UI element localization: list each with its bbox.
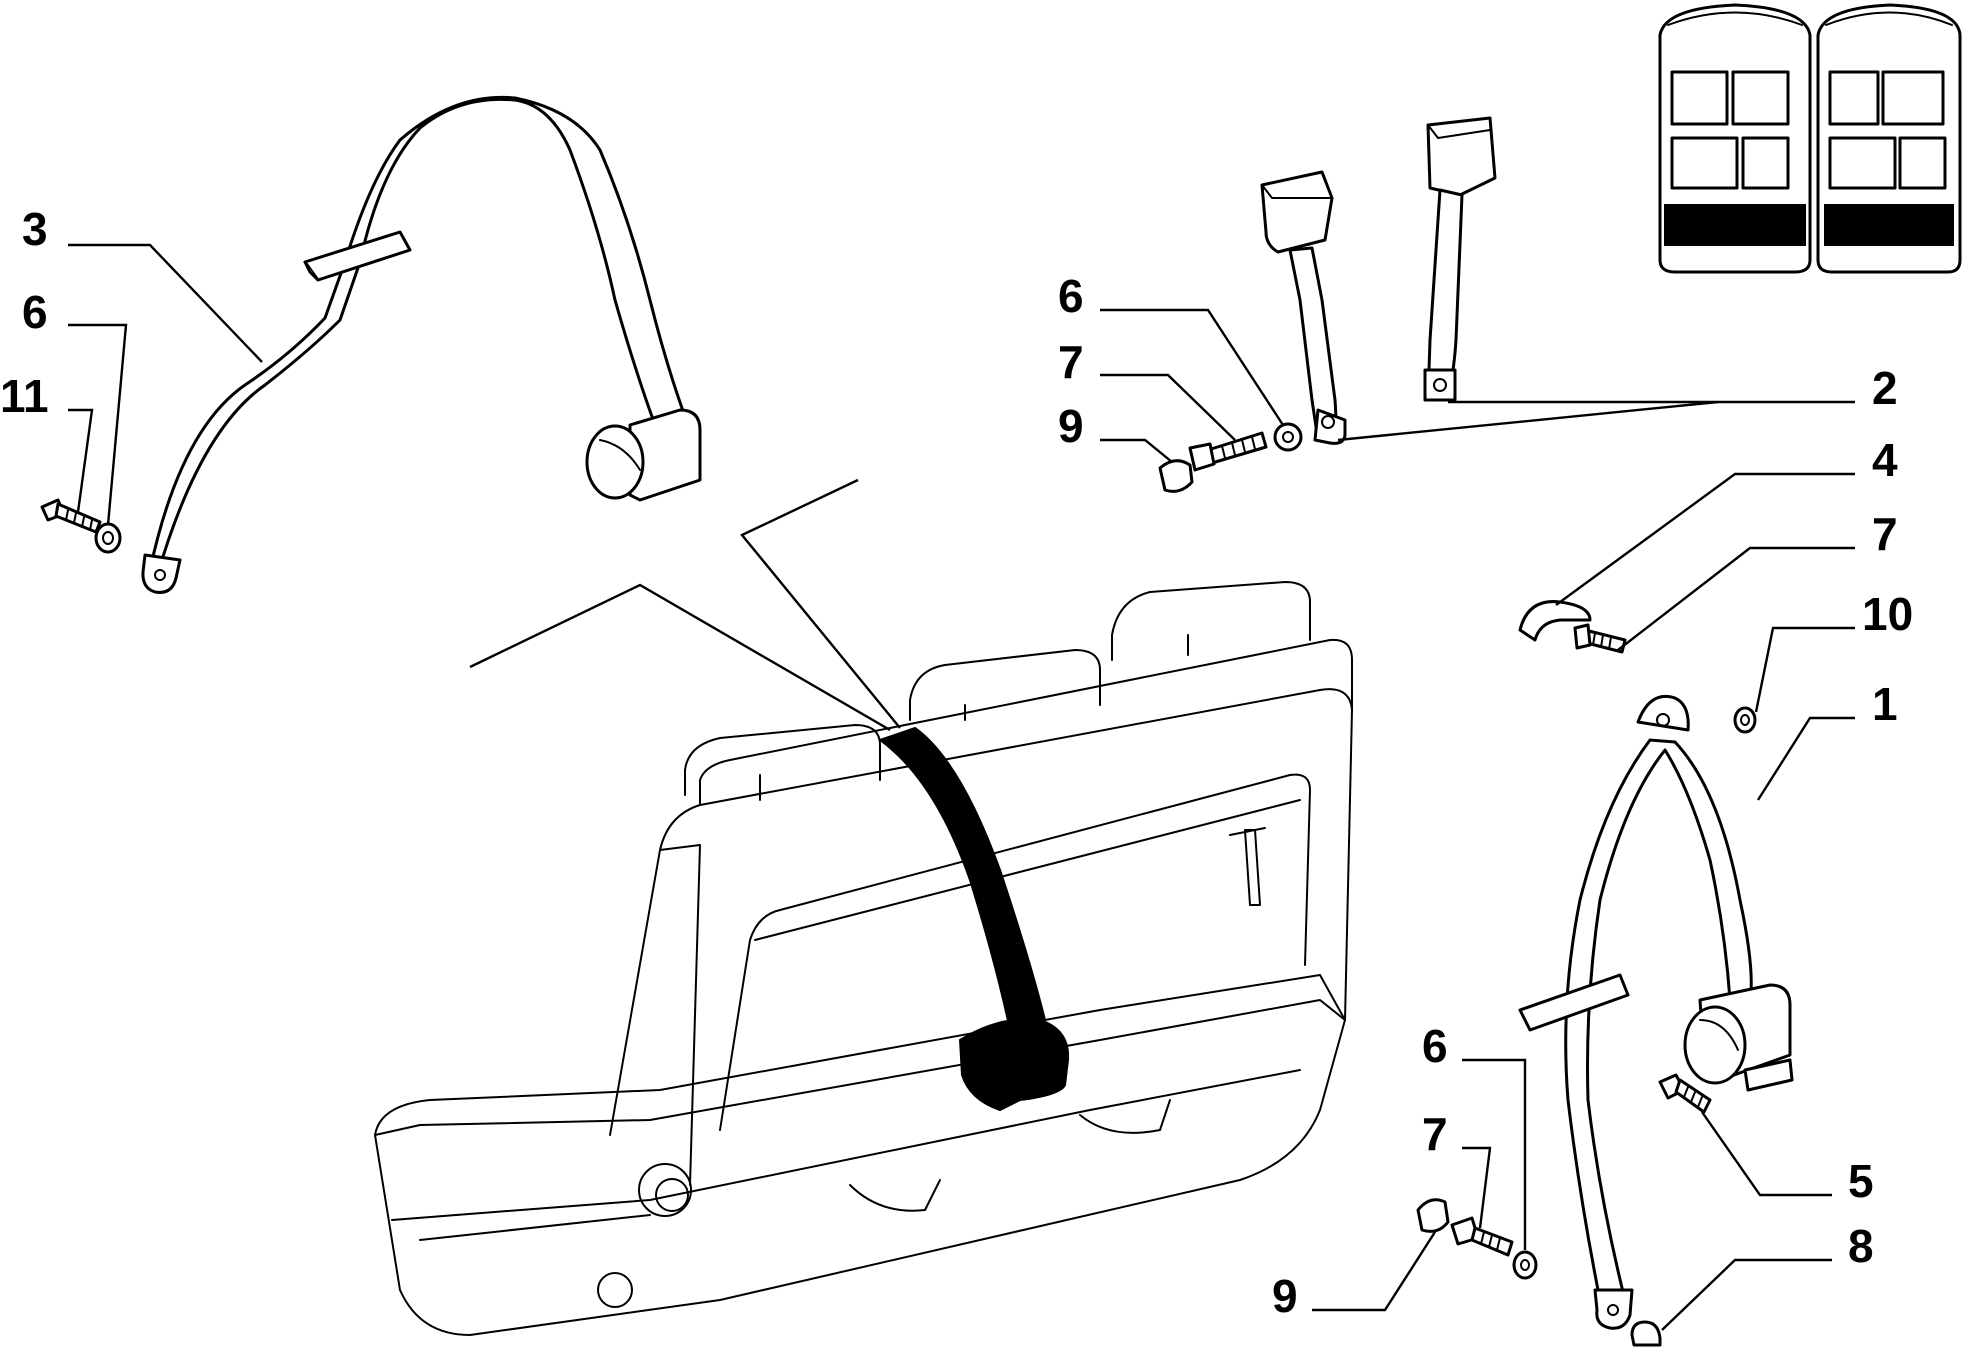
- part-1-right-belt: [1518, 695, 1794, 1330]
- callout-6-top: 6: [1058, 270, 1084, 322]
- installed-center-belt: [877, 726, 1070, 1112]
- callout-10: 10: [1862, 588, 1913, 640]
- vehicle-variant-icons: [1658, 3, 1962, 274]
- callout-5: 5: [1848, 1155, 1874, 1207]
- callout-6-left: 6: [22, 286, 48, 338]
- vehicle-icon-a: [1658, 3, 1812, 274]
- callout-4: 4: [1872, 434, 1898, 486]
- callout-1: 1: [1872, 678, 1898, 730]
- callout-9-bottom: 9: [1272, 1270, 1298, 1322]
- callout-8: 8: [1848, 1220, 1874, 1272]
- callout-7-top: 7: [1058, 336, 1084, 388]
- left-bolt-and-washer: [40, 498, 122, 554]
- callout-9-top: 9: [1058, 400, 1084, 452]
- callout-6-bottom: 6: [1422, 1020, 1448, 1072]
- vehicle-icon-b: [1816, 3, 1962, 274]
- callout-2: 2: [1872, 362, 1898, 414]
- part-3-left-belt: [141, 95, 702, 594]
- leader-lines: [68, 243, 1855, 1331]
- spacer-8: [1630, 1320, 1662, 1347]
- bottom-fasteners: [1416, 1198, 1538, 1280]
- rear-bench-seat: [374, 581, 1353, 1336]
- callout-7-bottom: 7: [1422, 1108, 1448, 1160]
- part-4-cover: [1518, 600, 1627, 654]
- bolt-5: [1658, 1073, 1712, 1114]
- top-fasteners: [1158, 422, 1303, 493]
- part-2-buckles: [1260, 116, 1497, 445]
- callout-labels: 3 6 11 6 7 9 2 4 7 10 1 6 7 9 5 8: [0, 203, 1913, 1322]
- callout-11: 11: [0, 370, 49, 422]
- callout-7-right: 7: [1872, 508, 1898, 560]
- callout-3: 3: [22, 203, 48, 255]
